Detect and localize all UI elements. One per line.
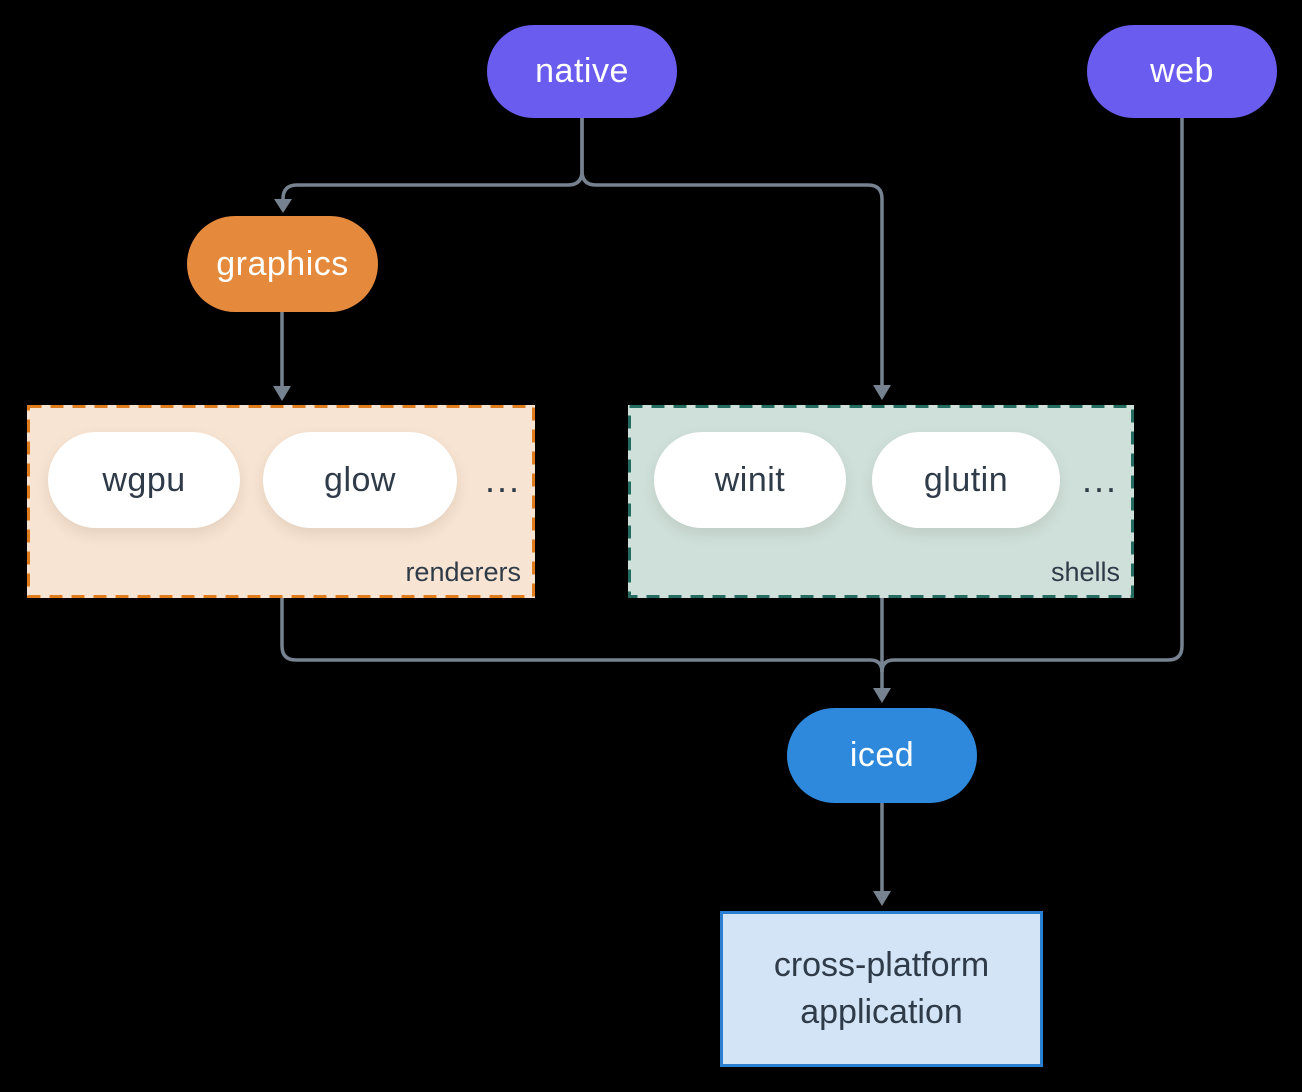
node-glutin: glutin [872, 432, 1060, 528]
node-web: web [1087, 25, 1277, 118]
renderers-group-box: wgpu glow ... renderers [27, 405, 535, 598]
edge-native-shells [580, 118, 884, 387]
node-graphics: graphics [187, 216, 378, 312]
edge-native-graphics [281, 118, 584, 200]
arrowhead-shells [873, 385, 891, 400]
node-glutin-label: glutin [923, 460, 1009, 499]
node-glow: glow [263, 432, 457, 528]
node-iced-label: iced [849, 736, 915, 774]
node-wgpu: wgpu [48, 432, 240, 528]
node-glow-label: glow [324, 460, 396, 499]
node-web-label: web [1150, 52, 1214, 90]
arrowhead-graphics [274, 199, 292, 213]
arrowhead-iced [873, 688, 891, 703]
node-native-label: native [535, 52, 629, 90]
shells-group-label: shells [1050, 557, 1120, 587]
renderers-ellipsis: ... [484, 459, 521, 500]
edge-renderers-iced [280, 598, 884, 673]
node-winit: winit [654, 432, 846, 528]
node-graphics-label: graphics [216, 244, 349, 283]
node-iced: iced [787, 708, 977, 803]
renderers-group-label: renderers [405, 557, 521, 587]
shells-ellipsis: ... [1081, 459, 1118, 500]
arrowhead-renderers [273, 386, 291, 401]
node-winit-label: winit [714, 460, 786, 499]
node-wgpu-label: wgpu [102, 460, 186, 499]
node-native: native [487, 25, 677, 118]
shells-group-box: winit glutin ... shells [628, 405, 1134, 598]
node-application: cross-platform application [720, 911, 1043, 1067]
node-application-label: cross-platform application [773, 946, 990, 1031]
arrowhead-application [873, 891, 891, 906]
